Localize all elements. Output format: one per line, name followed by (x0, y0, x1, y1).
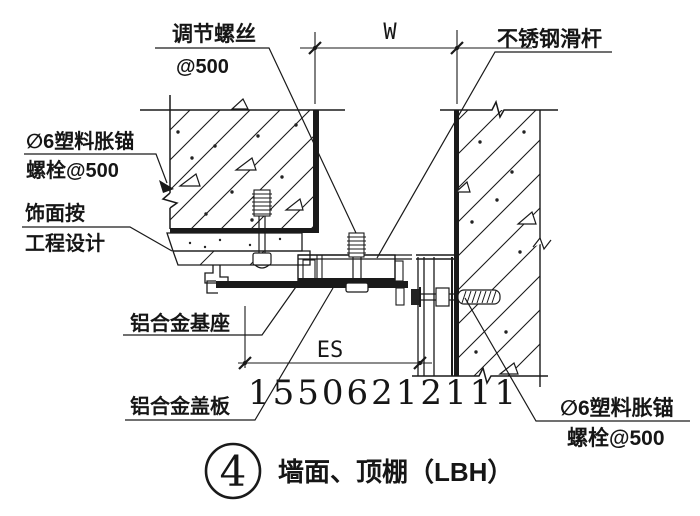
leader-line (22, 226, 173, 252)
joint-mechanism (166, 189, 501, 376)
wall-hatch (459, 110, 540, 376)
callout-finish-line1: 饰面按 (25, 201, 85, 225)
dim-tick-dot (454, 45, 460, 51)
wall-edge-break-mark (532, 236, 552, 251)
callout-cover: 铝合金盖板 (125, 287, 334, 421)
callout-anchor-left-line1: ∅6塑料胀锚 (26, 129, 134, 153)
dim-w-label: W (383, 20, 397, 45)
callout-base-line1: 铝合金基座 (130, 311, 230, 335)
leader-arrowhead (159, 180, 174, 193)
anchor-threads (461, 290, 497, 304)
bolt-head (411, 289, 419, 305)
slab-right-cut-edge (313, 110, 319, 233)
callout-cover-line1: 铝合金盖板 (130, 394, 231, 418)
finish-layer-dots (188, 237, 282, 249)
callout-anchor-left: ∅6塑料胀锚 螺栓@500 (24, 129, 174, 193)
bolt-tip (254, 264, 270, 269)
bolt-shaft (258, 216, 266, 253)
callout-adjust-screw-line2: @500 (176, 56, 229, 78)
anchor-bolt-vertical (252, 189, 272, 269)
wall-aggregate-triangles (454, 180, 537, 375)
screw-threads (347, 236, 366, 254)
watermark-text: 15506212111 (248, 373, 519, 413)
base-hook-profile (204, 265, 229, 284)
wall-top-break-edge (440, 99, 558, 119)
cover-plate-hook (206, 280, 218, 294)
callout-anchor-right-line2: 螺栓@500 (567, 426, 665, 450)
dimension-es: ES (238, 306, 432, 370)
cover-plate (216, 281, 408, 288)
callout-slide-rod: 不锈钢滑杆 (376, 27, 612, 259)
slab-left-break-edge (161, 95, 179, 229)
callout-slide-rod-line1: 不锈钢滑杆 (497, 27, 602, 51)
leader-line (24, 153, 168, 184)
dim-tick-dot (242, 360, 248, 366)
bolt-nut (252, 252, 272, 266)
leader-line (376, 51, 612, 259)
formwork-triangle-icon (230, 98, 249, 110)
dimension-w: W (300, 20, 532, 104)
leader-line (464, 297, 690, 422)
dim-es-label: ES (317, 338, 344, 363)
leader-line (155, 47, 357, 234)
dim-tick-dot (312, 45, 318, 51)
leader-line (123, 283, 299, 336)
anchor-threads (252, 193, 272, 215)
right-wall (412, 99, 558, 387)
finish-layer (166, 232, 303, 252)
callout-finish: 饰面按 工程设计 (22, 201, 173, 255)
wall-face-edge (454, 110, 459, 376)
slab-aggregate-triangles (178, 157, 304, 211)
callout-anchor-left-line2: 螺栓@500 (26, 158, 119, 182)
anchor-bolt-horizontal (411, 287, 501, 307)
ceiling-slab (140, 95, 345, 233)
callout-adjust-screw: 调节螺丝 @500 (155, 22, 357, 234)
base-plate (172, 250, 311, 266)
callout-adjust-screw-line1: 调节螺丝 (172, 22, 256, 46)
dim-tick-dot (417, 360, 423, 366)
slide-rod-housing (297, 254, 412, 306)
bolt-nut (435, 287, 450, 307)
detail-number-circle (204, 442, 262, 500)
wall-furring-channel (416, 254, 456, 376)
screw-foot (345, 282, 369, 293)
callout-base: 铝合金基座 (123, 283, 299, 336)
leader-line (125, 287, 334, 421)
detail-title: 墙面、顶棚（LBH） (278, 457, 513, 487)
adjusting-screw (345, 232, 369, 293)
slab-bottom-edge (170, 228, 319, 233)
callout-anchor-right: ∅6塑料胀锚 螺栓@500 (464, 297, 690, 450)
callout-finish-line2: 工程设计 (25, 232, 105, 255)
callout-anchor-right-line1: ∅6塑料胀锚 (560, 396, 674, 420)
wall-bottom-break-edge (412, 365, 548, 385)
detail-number: 4 (220, 447, 247, 496)
title-block: 4 墙面、顶棚（LBH） (204, 442, 513, 500)
